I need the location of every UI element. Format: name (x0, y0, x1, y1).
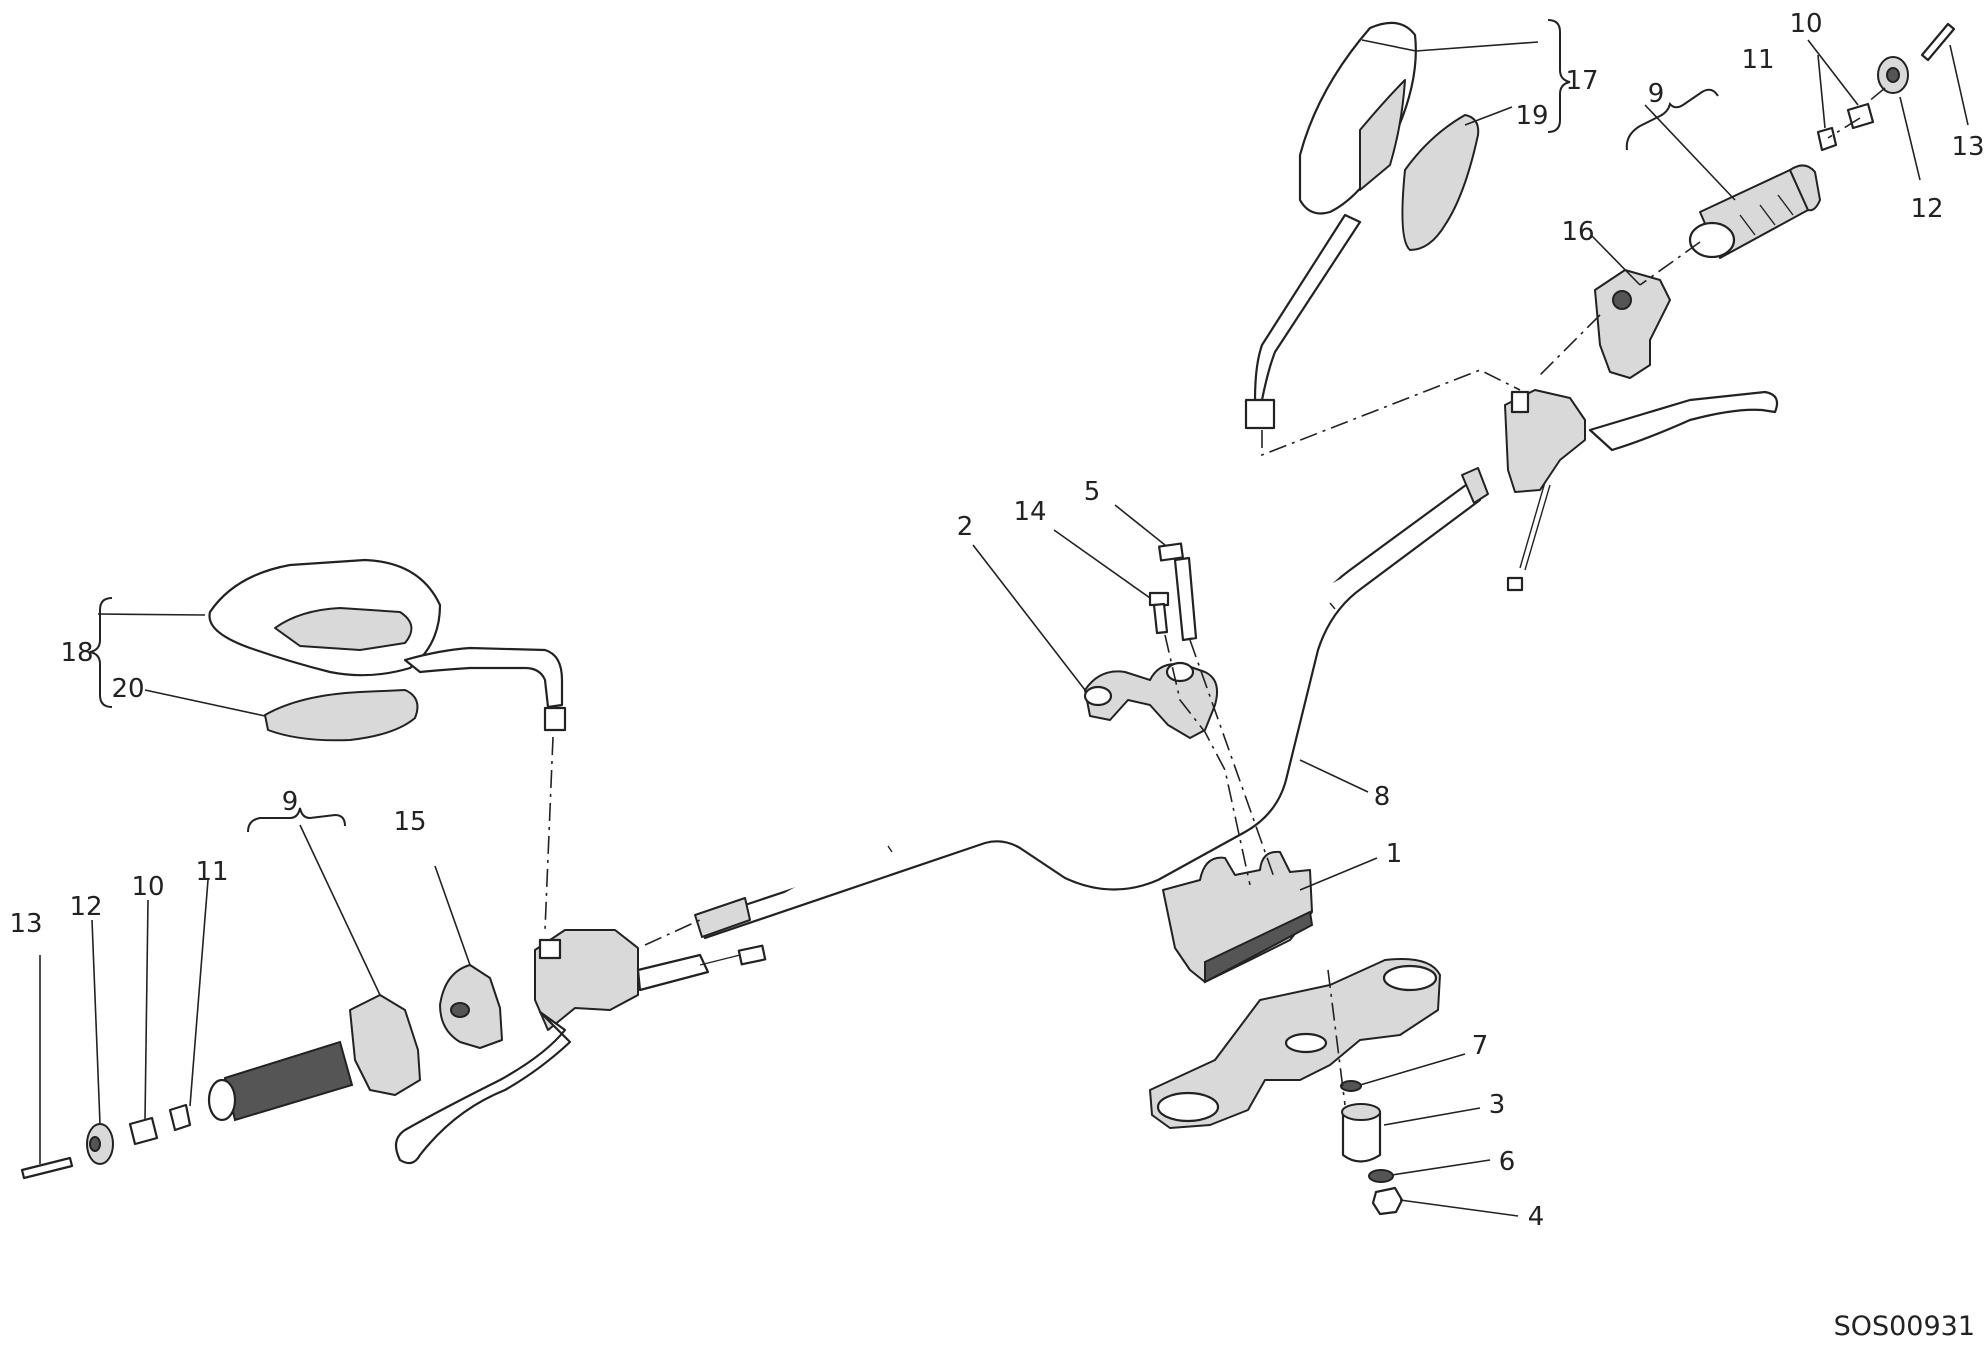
nut-4 (1371, 1186, 1404, 1216)
callout-labels: 1 2 3 4 5 6 7 8 9 9 10 10 11 11 12 12 13… (9, 9, 1984, 1232)
callout-2: 2 (957, 512, 974, 542)
right-bar-end-sleeve (1846, 102, 1875, 130)
callout-12-left: 12 (69, 892, 102, 922)
screw-14 (1148, 591, 1170, 635)
left-mirror (208, 558, 567, 732)
drawing-code: SOS00931 (1834, 1311, 1975, 1342)
right-mirror-cover (1401, 114, 1480, 251)
leader-lines (39, 39, 1969, 1217)
right-master-cylinder (1504, 389, 1779, 592)
brace-17-19 (1547, 19, 1571, 133)
left-throttle-grip (207, 994, 421, 1122)
right-bar-end-weight (1877, 56, 1909, 94)
callout-11-left: 11 (195, 857, 228, 887)
left-bar-end-screw (20, 1156, 74, 1180)
callout-4: 4 (1528, 1202, 1545, 1232)
washer-7 (1340, 1080, 1362, 1092)
brace-9-right (1625, 88, 1719, 151)
callout-9-right: 9 (1648, 79, 1665, 109)
right-switch-housing (1594, 269, 1671, 379)
callout-9-left: 9 (282, 787, 299, 817)
brace-18-20 (89, 597, 113, 708)
left-switch-housing (439, 964, 503, 1049)
right-bar-end-insert (1816, 126, 1838, 152)
right-mirror (1244, 21, 1417, 430)
left-mirror-cover (264, 689, 419, 742)
callout-17: 17 (1565, 66, 1598, 96)
braces (89, 19, 1719, 833)
callout-11-right: 11 (1741, 45, 1774, 75)
clamp-base (1162, 850, 1314, 984)
left-bar-end-sleeve (128, 1116, 159, 1146)
callout-15: 15 (393, 807, 426, 837)
callout-3: 3 (1489, 1090, 1506, 1120)
left-master-cylinder (394, 929, 767, 1165)
callout-14: 14 (1013, 497, 1046, 527)
callout-19: 19 (1515, 101, 1548, 131)
callout-1: 1 (1386, 839, 1403, 869)
callout-16: 16 (1561, 217, 1594, 247)
left-bar-end-weight (86, 1123, 114, 1165)
callout-10-right: 10 (1789, 9, 1822, 39)
callout-10-left: 10 (131, 872, 164, 902)
left-bar-end-insert (168, 1103, 192, 1132)
washer-6 (1368, 1169, 1394, 1183)
callout-12-right: 12 (1910, 194, 1943, 224)
brace-9-left (247, 807, 346, 833)
callout-7: 7 (1472, 1031, 1489, 1061)
right-bar-end-screw (1920, 22, 1956, 62)
top-yoke (1149, 958, 1441, 1129)
callout-13-left: 13 (9, 909, 42, 939)
assembly-axes (544, 87, 1886, 1106)
callout-5: 5 (1084, 477, 1101, 507)
callout-8: 8 (1374, 782, 1391, 812)
handlebar (694, 467, 1489, 940)
callout-6: 6 (1499, 1147, 1516, 1177)
bolt-5 (1158, 542, 1198, 642)
callout-18: 18 (60, 638, 93, 668)
clamp-top (1083, 661, 1218, 739)
callout-20: 20 (111, 674, 144, 704)
right-throttle-grip (1688, 164, 1821, 259)
spacer-3 (1341, 1103, 1382, 1163)
callout-13-right: 13 (1951, 132, 1984, 162)
